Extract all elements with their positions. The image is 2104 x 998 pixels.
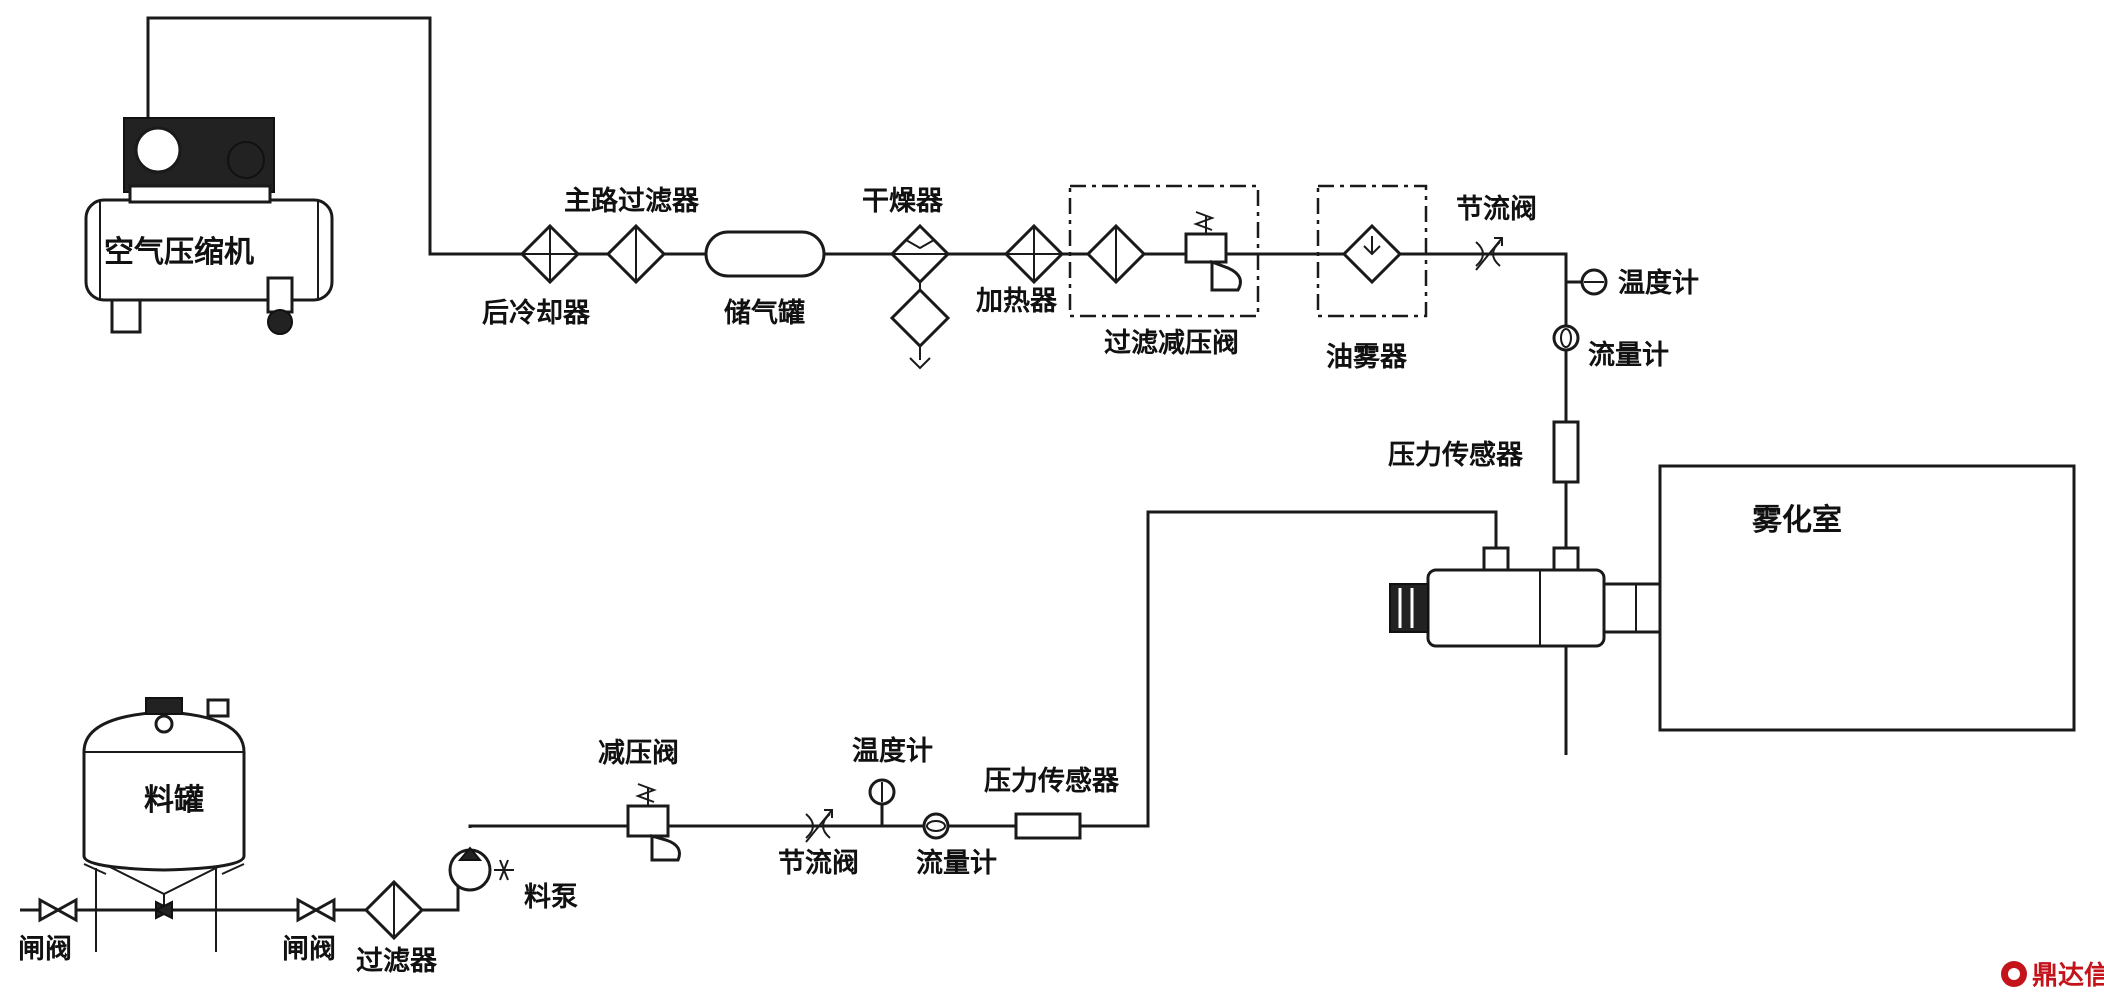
air-tank-label: 储气罐 xyxy=(724,297,805,329)
material-pump: 料泵 xyxy=(448,846,578,913)
main-filter: 主路过滤器 xyxy=(564,185,700,285)
pressure-sensor-liquid: 压力传感器 xyxy=(984,765,1120,840)
flowmeter-air: 流量计 xyxy=(1552,324,1669,371)
air-compressor: 空气压缩机 xyxy=(84,117,334,335)
aftercooler: 后冷却器 xyxy=(482,223,591,329)
dryer-label: 干燥器 xyxy=(862,186,944,217)
throttle-air-label: 节流阀 xyxy=(1456,194,1537,225)
material-tank-label: 料罐 xyxy=(144,783,204,818)
lubricator: 油雾器 xyxy=(1316,184,1428,373)
throttle-liquid-label: 节流阀 xyxy=(778,848,859,879)
heater: 加热器 xyxy=(976,223,1065,317)
dryer: 干燥器 xyxy=(862,186,951,370)
thermometer-air: 温度计 xyxy=(1566,267,1699,299)
atomizing-nozzle xyxy=(1389,546,1692,648)
gate-valve-2-label: 闸阀 xyxy=(282,934,336,965)
atomizing-chamber: 雾化室 xyxy=(1658,464,2076,732)
heater-label: 加热器 xyxy=(976,286,1058,317)
watermark-text: 鼎达信 xyxy=(2032,961,2104,991)
pressure-sensor-air-label: 压力传感器 xyxy=(1388,439,1524,471)
air-tank: 储气罐 xyxy=(704,230,826,329)
air-pipeline xyxy=(146,16,1568,755)
flowmeter-liquid-label: 流量计 xyxy=(916,848,997,879)
gate-valve-1: 闸阀 xyxy=(18,897,78,965)
throttle-valve-air: 节流阀 xyxy=(1456,194,1537,271)
regulator-liquid-label: 减压阀 xyxy=(598,738,679,769)
filter-regulator-label: 过滤减压阀 xyxy=(1104,328,1239,359)
flowmeter-air-label: 流量计 xyxy=(1588,340,1669,371)
pressure-sensor-liquid-label: 压力传感器 xyxy=(984,765,1120,797)
filter-liquid-label: 过滤器 xyxy=(356,946,438,977)
lubricator-label: 油雾器 xyxy=(1326,342,1408,373)
flowmeter-liquid: 流量计 xyxy=(916,812,997,879)
pressure-regulator-liquid: 减压阀 xyxy=(598,738,681,862)
gate-valve-2: 闸阀 xyxy=(282,897,336,965)
watermark: 鼎达信 xyxy=(2001,961,2104,991)
pump-label: 料泵 xyxy=(524,882,578,913)
tank-outlet-valve xyxy=(153,900,175,920)
filter-liquid: 过滤器 xyxy=(356,879,438,977)
compressor-label: 空气压缩机 xyxy=(104,235,254,270)
gate-valve-1-label: 闸阀 xyxy=(18,934,72,965)
thermometer-liquid-label: 温度计 xyxy=(852,735,933,767)
filter-regulator-valve: 过滤减压阀 xyxy=(1068,184,1260,359)
pressure-sensor-air: 压力传感器 xyxy=(1388,420,1580,484)
throttle-valve-liquid: 节流阀 xyxy=(778,809,859,879)
aftercooler-label: 后冷却器 xyxy=(482,298,591,329)
main-filter-label: 主路过滤器 xyxy=(564,185,700,217)
thermometer-air-label: 温度计 xyxy=(1618,267,1699,299)
atomizing-chamber-label: 雾化室 xyxy=(1752,503,1842,538)
dingdaxin-logo-icon xyxy=(2001,961,2027,987)
thermometer-liquid: 温度计 xyxy=(852,735,933,826)
